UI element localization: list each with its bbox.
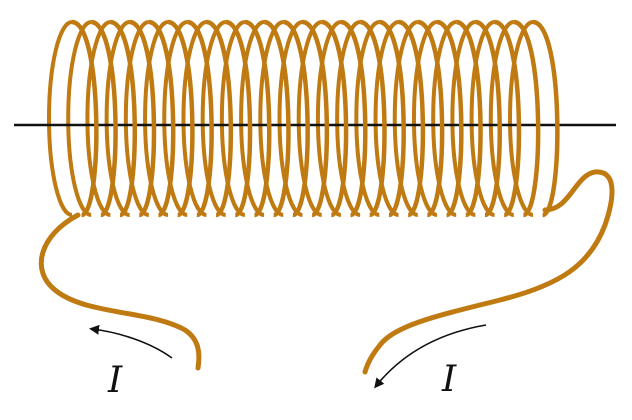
coil-turn-front: [493, 19, 522, 218]
coil-turn-front: [244, 19, 272, 218]
coil-turn-front: [282, 19, 310, 218]
coil-turn-front: [109, 19, 137, 218]
coil-back-arcs: [47, 20, 534, 217]
right-lead-wire: [362, 169, 615, 375]
coil-turn-front: [90, 19, 118, 218]
coil-turn-back: [373, 20, 399, 217]
coil-turn-front: [513, 19, 541, 218]
coil-turn-front: [301, 19, 330, 218]
coil-turn-back: [335, 20, 361, 217]
coil-turn-back: [239, 20, 265, 217]
coil-turn-back: [104, 20, 130, 217]
coil-turn-back: [258, 20, 284, 217]
coil-turn-back: [450, 20, 476, 217]
coil-turn-back: [488, 20, 515, 217]
coil-turn-front: [455, 19, 483, 218]
coil-turn-front: [436, 19, 464, 218]
coil-turn-back: [354, 20, 380, 217]
coil-turn-back: [392, 20, 419, 217]
coil-turn-back: [85, 20, 111, 217]
coil-turn-front: [474, 19, 502, 218]
coil-turn-front: [340, 19, 368, 218]
coil-turn-front: [378, 19, 406, 218]
coil-turn-front: [71, 19, 99, 218]
coil-turn-back: [315, 20, 342, 217]
coil-turn-back: [219, 20, 246, 217]
coil-turn-front: [532, 19, 560, 218]
coil-turn-back: [143, 20, 169, 217]
coil-turn-back: [508, 20, 534, 217]
coil-turn-back: [411, 20, 438, 217]
coil-turn-front: [320, 19, 349, 218]
coil-front-arcs: [71, 19, 560, 218]
left-current-arrow: [89, 324, 173, 359]
left-lead-wire: [38, 212, 202, 371]
coil-turn-front: [263, 19, 291, 218]
right-current-arrow: [374, 324, 487, 389]
coil-turn-front: [128, 19, 157, 218]
coil-turn-front: [224, 19, 253, 218]
coil-turn-front: [186, 19, 214, 218]
coil-turn-back: [47, 20, 73, 217]
coil-turn-front: [148, 19, 176, 218]
coil-turn-back: [66, 20, 92, 217]
coil-turn-back: [431, 20, 457, 217]
coil-turn-front: [359, 19, 387, 218]
coil-turn-back: [200, 20, 226, 217]
coil-turn-back: [296, 20, 322, 217]
current-label-left: I: [107, 360, 123, 401]
coil-turn-back: [469, 20, 495, 217]
current-label-right: I: [441, 359, 457, 400]
coil-turn-back: [277, 20, 303, 217]
coil-turn-back: [123, 20, 150, 217]
coil-turn-front: [167, 19, 195, 218]
coil-turn-front: [397, 19, 426, 218]
coil-turn-front: [416, 19, 445, 218]
coil-turn-back: [162, 20, 188, 217]
coil-turn-back: [181, 20, 207, 217]
coil-turn-front: [205, 19, 234, 218]
